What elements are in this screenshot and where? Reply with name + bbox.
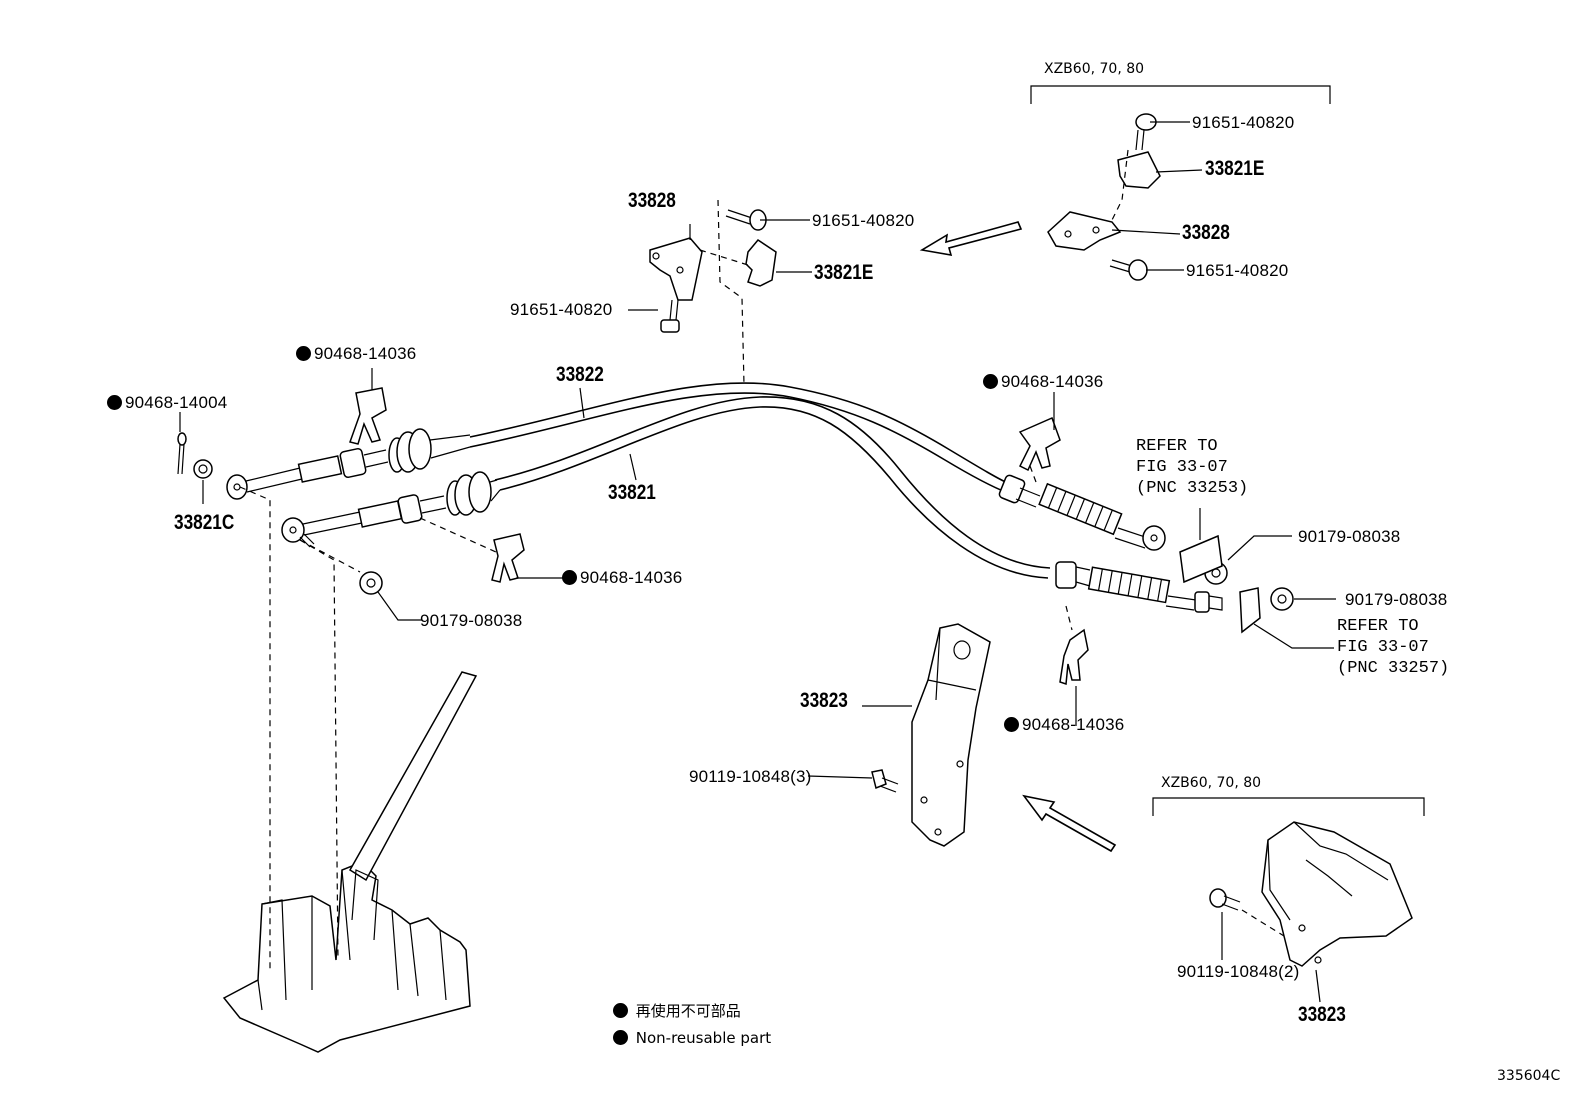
bracket-33821e-left [745, 239, 777, 287]
part-number-bolt[interactable]: 90119-10848(2) [1177, 962, 1300, 981]
legend-japanese: 再使用不可部品 [613, 1003, 741, 1019]
arrow-to-retainer [1022, 794, 1117, 853]
nut-c [1270, 587, 1294, 611]
bolt-b [1109, 259, 1148, 281]
washer-33821c [193, 459, 213, 479]
reference-note-33253[interactable]: REFER TO FIG 33-07 (PNC 33253) [1136, 437, 1249, 498]
part-number-nut[interactable]: 90179-08038 [420, 611, 523, 630]
part-number-bolt[interactable]: 91651-40820 [510, 300, 613, 319]
link-line-clip-b [419, 517, 497, 553]
non-reusable-dot [983, 374, 998, 389]
cable-33821 [494, 396, 1051, 579]
clip-d [1059, 628, 1089, 686]
nut-a [359, 571, 383, 595]
plate-33253 [1179, 534, 1223, 584]
bolt-f [1209, 888, 1241, 911]
cable-end-33821-right [1055, 561, 1223, 613]
part-number-bolt[interactable]: 91651-40820 [1186, 261, 1289, 280]
variant-label-bottom: XZB60, 70, 80 [1161, 775, 1262, 791]
leader-lines [179, 121, 1336, 1003]
bolt-a [1135, 113, 1157, 151]
variant-label-top: XZB60, 70, 80 [1044, 61, 1145, 77]
part-number-retainer[interactable]: 33823 [1298, 1003, 1346, 1026]
part-number-cable[interactable]: 33822 [556, 363, 604, 386]
link-line-clip-d [1065, 605, 1073, 631]
mount-line-a [717, 199, 745, 386]
link-line-clip-c [1029, 465, 1037, 483]
cable-33822 [469, 382, 1011, 494]
part-number-clip[interactable]: 90468-14036 [562, 569, 682, 586]
bracket-33828-top-right [1047, 211, 1122, 251]
part-number-nut[interactable]: 90179-08038 [1345, 590, 1448, 609]
non-reusable-dot [562, 570, 577, 585]
part-number-bolt[interactable]: 91651-40820 [812, 211, 915, 230]
part-number-bolt[interactable]: 90119-10848(3) [689, 767, 812, 786]
clip-c [1018, 416, 1061, 472]
part-number-retainer[interactable]: 33823 [800, 689, 848, 712]
variant-bracket-top [1030, 85, 1331, 104]
cable-end-33821-left [281, 471, 501, 548]
part-number-nut[interactable]: 90179-08038 [1298, 527, 1401, 546]
mount-line-d [1241, 909, 1285, 937]
mount-line-c [1111, 149, 1129, 221]
bolt-d [660, 299, 680, 333]
non-reusable-dot [296, 346, 311, 361]
bolt-e [871, 769, 899, 793]
shift-lever-assembly [222, 671, 478, 1053]
bracket-33828-left [649, 237, 703, 301]
non-reusable-dot [1004, 717, 1019, 732]
cotter-pin [177, 432, 187, 475]
link-line-nut [299, 539, 361, 573]
part-number-bolt[interactable]: 91651-40820 [1192, 113, 1295, 132]
legend-english: Non-reusable part [613, 1030, 771, 1046]
part-number-pin[interactable]: 90468-14004 [107, 394, 227, 411]
reference-note-33257[interactable]: REFER TO FIG 33-07 (PNC 33257) [1337, 617, 1450, 678]
non-reusable-dot [613, 1003, 628, 1018]
part-number-bracket[interactable]: 33828 [1182, 221, 1230, 244]
arrow-to-bracket [919, 221, 1023, 257]
part-number-cable[interactable]: 33821 [608, 481, 656, 504]
part-number-clip[interactable]: 90468-14036 [983, 373, 1103, 390]
mount-line-b [699, 249, 749, 266]
part-number-bracket[interactable]: 33821E [814, 261, 874, 284]
cable-end-33822-left [226, 428, 471, 500]
part-number-bracket[interactable]: 33821E [1205, 157, 1265, 180]
retainer-33823-center [911, 623, 991, 847]
clip-b [491, 533, 525, 583]
link-line-lever-a [239, 486, 271, 972]
figure-code: 335604C [1497, 1068, 1561, 1084]
retainer-33823-variant [1261, 821, 1413, 967]
bracket-33821e-top [1117, 151, 1161, 189]
part-number-washer[interactable]: 33821C [174, 511, 235, 534]
part-number-clip[interactable]: 90468-14036 [1004, 716, 1124, 733]
part-number-bracket[interactable]: 33828 [628, 189, 676, 212]
plate-33257 [1239, 587, 1261, 634]
non-reusable-dot [613, 1030, 628, 1045]
part-number-clip[interactable]: 90468-14036 [296, 345, 416, 362]
variant-bracket-bottom [1152, 797, 1425, 816]
bolt-c [725, 209, 767, 231]
non-reusable-dot [107, 395, 122, 410]
clip-a [349, 387, 387, 445]
cable-end-33822-right [998, 474, 1166, 551]
